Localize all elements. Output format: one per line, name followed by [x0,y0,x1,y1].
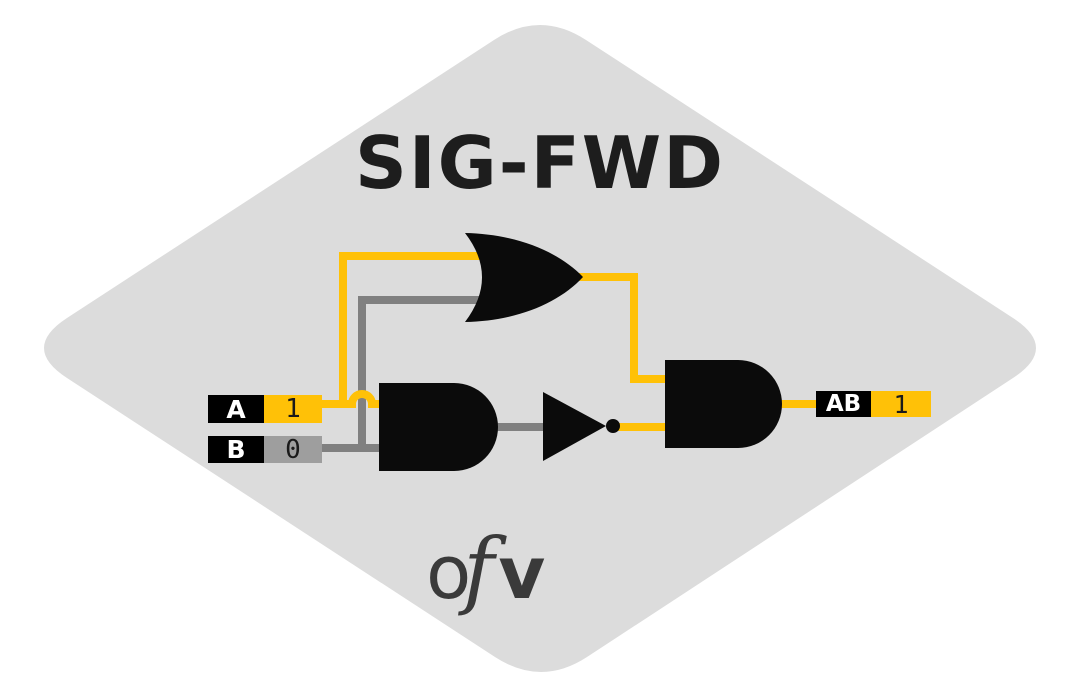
wire-a-to-or [339,252,500,408]
and-gate-icon [379,383,498,471]
wire-b-to-or [358,296,500,452]
output-ab-value: 1 [871,391,931,417]
logo-letter-o: o [426,530,472,616]
input-a-value: 1 [264,395,322,423]
output-ab-label: AB [816,391,871,417]
brand-logo: o f v [426,520,545,618]
input-b-label: B [208,436,264,463]
not-gate-icon [543,392,606,461]
diamond-background [44,25,1036,672]
input-a-pill: A 1 [208,395,322,423]
page-title: SIG-FWD [355,121,725,205]
wire-a-to-and-with-hop [322,390,384,408]
input-b-pill: B 0 [208,436,322,463]
input-a-label: A [208,395,264,423]
logo-letter-v: v [498,531,546,615]
wire-or-to-and2 [576,273,672,383]
input-b-value: 0 [264,436,322,463]
logo-letter-f: f [463,520,495,618]
inverter-bubble-icon [606,419,620,433]
output-ab-pill: AB 1 [816,391,931,417]
or-gate-icon [465,233,583,322]
output-and-gate-icon [665,360,782,448]
